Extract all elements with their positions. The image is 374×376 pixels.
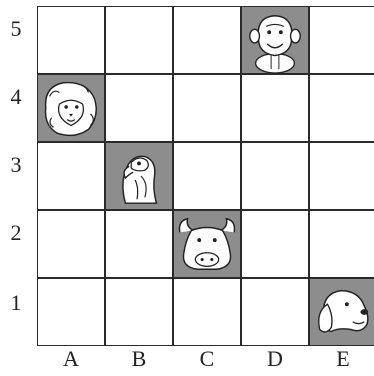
grid-cell-b1	[105, 278, 173, 346]
grid-cell-d4	[241, 74, 309, 142]
row-label-5: 5	[0, 16, 32, 42]
grid-cell-d1	[241, 278, 309, 346]
bull-icon	[174, 211, 240, 277]
row-label-2: 2	[0, 220, 32, 246]
column-label-c: C	[173, 346, 241, 372]
grid-cell-a2	[37, 210, 105, 278]
grid-cell-c5	[173, 6, 241, 74]
grid-cell-c3	[173, 142, 241, 210]
row-label-1: 1	[0, 290, 32, 316]
grid-cell-b2	[105, 210, 173, 278]
grid-cell-b4	[105, 74, 173, 142]
row-label-4: 4	[0, 84, 32, 110]
grid-cell-b3	[105, 142, 173, 210]
grid-cell-c2	[173, 210, 241, 278]
grid-cell-e4	[309, 74, 374, 142]
parrot-icon	[106, 143, 172, 209]
grid-cell-a4	[37, 74, 105, 142]
row-label-3: 3	[0, 152, 32, 178]
column-label-b: B	[105, 346, 173, 372]
column-label-d: D	[241, 346, 309, 372]
grid-cell-a1	[37, 278, 105, 346]
grid-cell-c4	[173, 74, 241, 142]
grid-cell-e2	[309, 210, 374, 278]
monkey-icon	[242, 7, 308, 73]
lion-icon	[38, 75, 104, 141]
column-label-a: A	[37, 346, 105, 372]
grid-cell-d5	[241, 6, 309, 74]
grid-cell-e5	[309, 6, 374, 74]
coordinate-grid	[37, 6, 374, 344]
grid-cell-d3	[241, 142, 309, 210]
dog-icon	[310, 279, 374, 345]
grid-cell-b5	[105, 6, 173, 74]
grid-cell-a3	[37, 142, 105, 210]
column-label-e: E	[309, 346, 374, 372]
grid-cell-a5	[37, 6, 105, 74]
grid-cell-e1	[309, 278, 374, 346]
grid-cell-e3	[309, 142, 374, 210]
grid-cell-d2	[241, 210, 309, 278]
grid-cell-c1	[173, 278, 241, 346]
